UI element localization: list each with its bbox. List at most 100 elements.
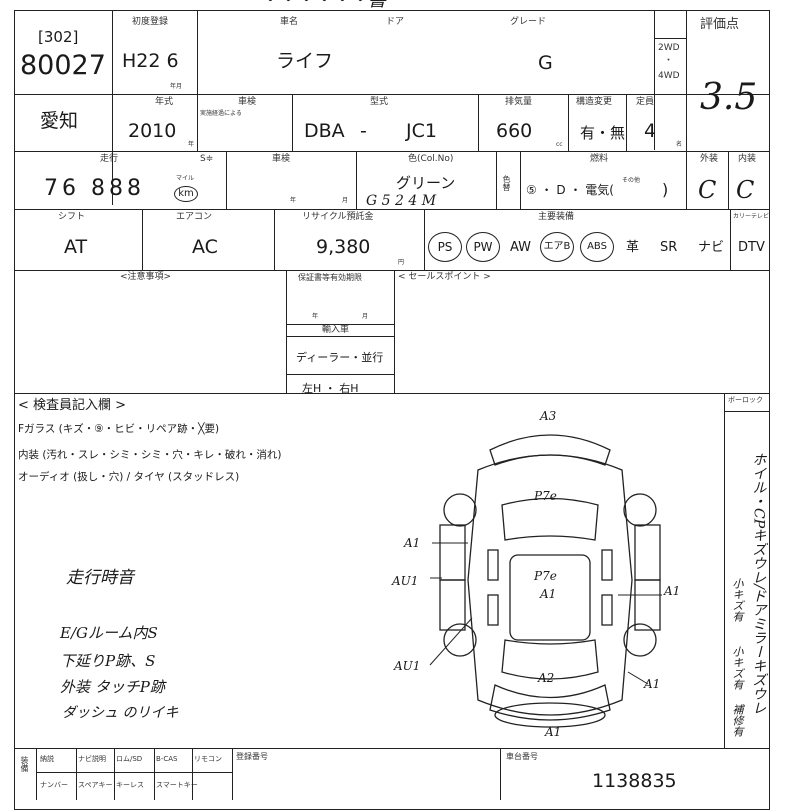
divider [654,38,686,39]
inspector-label: < 検査員記入欄 > [18,398,127,413]
divider [730,209,731,270]
score-value: 3.5 [700,77,758,118]
recycle-unit: 円 [398,259,405,266]
divider [394,270,395,393]
hand-note-1: E/Gルーム内S [60,624,158,642]
equipment-item: SR [660,240,678,255]
row4-bottom-line [14,270,770,271]
header-title: ・・・・・・書 [260,0,386,11]
lot-number: 80027 [20,50,106,81]
first-reg-value: H22 6 [122,50,179,72]
divider [626,94,627,151]
row5-bottom-line [14,393,770,394]
divider [197,94,198,151]
car-damage-diagram [429,434,662,728]
divider [36,748,37,800]
diagram-mark: P7e [534,489,557,503]
model-year-label: 年式 [155,97,174,107]
capacity-unit: 名 [676,141,683,148]
mileage-label: 走行 [100,154,119,164]
capacity-label: 定員 [636,97,655,107]
diagram-mark: A1 [540,587,557,601]
inspection-label: 車検 [238,97,257,107]
model-prefix: DBA [304,120,345,142]
equipment-extra-label: カリーテレビ [733,213,770,220]
history-dealer: ディーラー・並行 [296,351,384,364]
equipment-item: エアB [540,232,574,262]
color-value: グリーン [396,174,456,192]
model-year-value: 2010 [128,120,177,142]
hand-note-2: 下延りP跡、S [60,652,156,670]
row1-bottom-line [14,94,770,95]
warranty-unit: 年月 [312,313,413,320]
footer-cell: リモコン [194,755,222,763]
ac-value: AC [192,236,218,258]
fuel-other: その他 [622,177,641,184]
inspector-line2: 内装 (汚れ・スレ・シミ・シミ・穴・キレ・破れ・消れ) [18,449,282,461]
equipment-item: PW [466,232,500,262]
warranty-label: 保証書等有効期限 [298,273,362,282]
sales-point-label: < セールスポイント > [398,272,491,282]
divider [76,748,77,800]
divider [114,748,115,800]
divider [232,748,233,800]
row3-bottom-line [14,209,770,210]
history-handle: 左H ・ 右H [302,382,359,395]
fuel-label: 燃料 [590,154,609,164]
divider [192,748,193,800]
footer-cell: B-CAS [156,755,178,763]
footer-cell: スペアキー [78,781,113,789]
diagram-mark: A1 [545,725,562,739]
divider [286,270,287,393]
grade-label: グレード [510,17,547,27]
inspector-line3: オーディオ (扱し・穴) / タイヤ (スタッドレス) [18,471,240,483]
shift-value: AT [64,236,88,258]
grade-value: G [538,52,553,74]
car-name-label: 車名 [280,17,299,27]
equipment-label: 主要装備 [538,212,575,222]
footer-cell: スマートキー [156,781,198,789]
side-note-small-2: 小キズ有 [731,646,744,690]
model-year-unit: 年 [188,141,195,148]
footer-cell: ナンバー [40,781,68,789]
divider [478,94,479,151]
diagram-mark: A3 [540,409,557,423]
divider [728,151,729,209]
side-note-small-1: 小キズ有 [731,578,744,622]
hand-note-3: 外装 タッチP跡 [60,678,165,696]
exterior-value: C [698,176,717,204]
hand-note-4: ダッシュ のリイキ [62,705,179,721]
color-change: 色替 [502,175,511,191]
chassis-label: 車台番号 [506,752,538,761]
interior-value: C [736,176,755,204]
divider [686,10,687,210]
diagram-mark: A1 [664,584,681,598]
venue-code: [302] [38,28,79,46]
equipment-item: 革 [626,240,640,255]
divider [286,324,394,325]
displacement-value: 660 [496,120,533,142]
divider [356,151,357,209]
divider [112,10,113,205]
inspector-line1: Fガラス (キズ・⑨・ヒビ・リペア跡・╳要) [18,423,220,435]
divider [724,393,725,748]
drive-2wd: 2WD [658,43,680,53]
divider [724,411,770,412]
divider [568,94,569,151]
fuel-options: ⑤ ・ D ・ 電気( [526,183,614,197]
mileage-s-label: S≑ [200,154,214,164]
diagram-mark: A2 [538,671,555,685]
reg-label: 登録番号 [236,752,268,761]
side-note-vertical: ホイル・CPキズウレ/ドアミラーキズウレ [750,452,767,715]
chassis-value: 1138835 [592,770,677,792]
diagram-mark: P7e [534,569,557,583]
hand-noise: 走行時音 [66,568,134,588]
divider [424,209,425,270]
divider [654,10,655,150]
recycle-label: リサイクル預託金 [302,212,374,222]
shift-label: シフト [58,212,86,222]
vehicle-check-unit: 年月 [290,197,395,204]
divider [274,209,275,270]
first-reg-label: 初度登録 [132,17,169,27]
mileage-unit-top: マイル [176,175,195,182]
